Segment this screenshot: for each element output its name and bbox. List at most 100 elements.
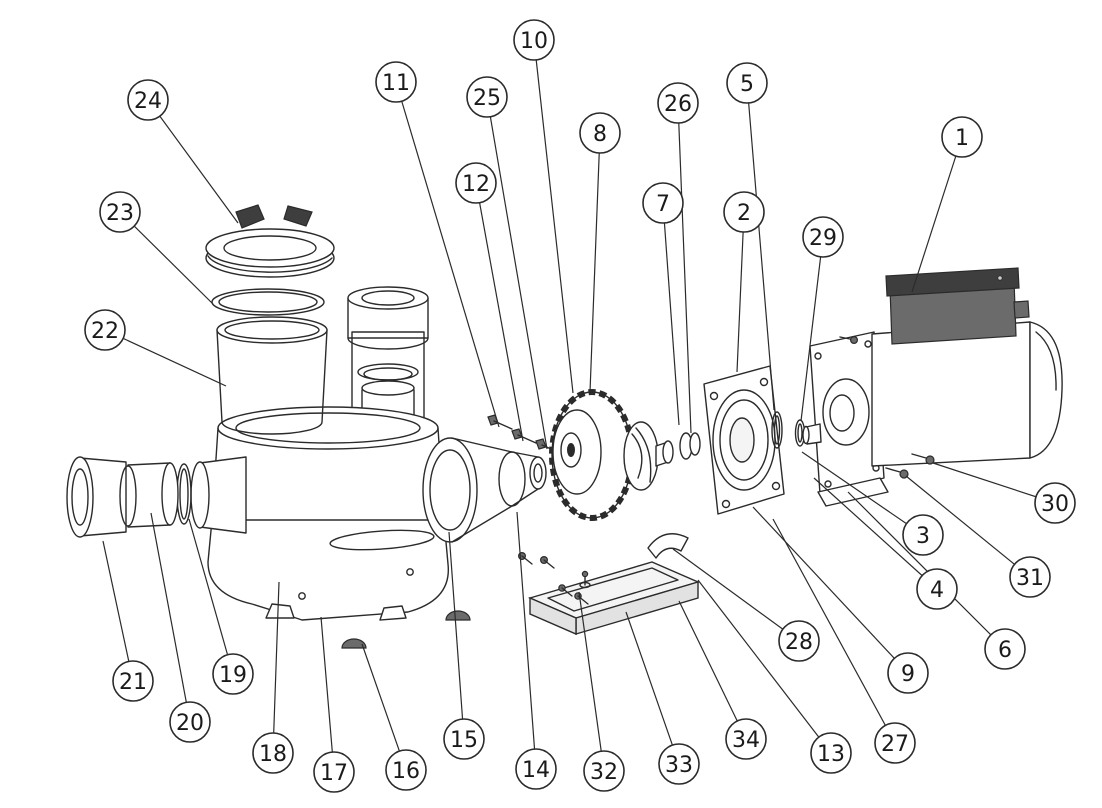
callout-23: 23 [99,191,141,233]
inlet-o-ring [176,463,192,525]
svg-text:32: 32 [590,760,618,785]
svg-text:6: 6 [998,638,1012,663]
svg-text:3: 3 [916,524,930,549]
leader-line-21 [102,540,134,682]
svg-text:4: 4 [930,578,944,603]
leader-line-31 [905,475,1031,578]
leader-line-7 [662,202,680,426]
inlet-port [190,456,247,534]
svg-text:2: 2 [737,201,751,226]
callout-34: 34 [725,718,767,760]
callout-31: 31 [1009,556,1051,598]
leader-line-19 [188,518,234,675]
impeller [623,421,674,491]
leader-line-25 [486,96,548,450]
svg-text:1: 1 [955,126,969,151]
callout-6: 6 [984,628,1026,670]
leader-line-11 [395,81,500,428]
leader-line-12 [475,182,524,442]
leader-line-6 [847,491,1006,650]
leader-line-14 [516,511,537,770]
leader-line-8 [589,132,601,393]
leader-line-15 [448,531,465,740]
leader-line-29 [800,236,824,422]
strainer-basket [216,316,328,435]
seal-plate [703,365,785,515]
callout-33: 33 [658,743,700,785]
inlet-collar [119,462,179,528]
callout-1: 1 [941,116,983,158]
callout-27: 27 [874,722,916,764]
callout-21: 21 [112,660,154,702]
leader-line-9 [752,506,909,674]
saddle-clamp [647,533,689,559]
svg-text:23: 23 [106,201,134,226]
svg-text:27: 27 [881,732,909,757]
leader-line-24 [147,99,239,224]
svg-text:31: 31 [1016,566,1044,591]
callout-11: 11 [375,61,417,103]
callout-14: 14 [515,748,557,790]
lid-o-ring [211,288,325,316]
inlet-union-nut [66,456,127,538]
callout-20: 20 [169,701,211,743]
svg-text:5: 5 [740,72,754,97]
svg-text:15: 15 [450,728,478,753]
svg-text:16: 16 [392,759,420,784]
svg-text:26: 26 [664,92,692,117]
callout-32: 32 [583,750,625,792]
svg-text:24: 24 [134,89,162,114]
terminal-box [885,267,1030,345]
callout-10: 10 [513,19,555,61]
leader-line-1 [911,136,963,293]
motor-body [871,321,1063,467]
svg-text:29: 29 [809,226,837,251]
svg-text:11: 11 [382,71,410,96]
svg-text:8: 8 [593,122,607,147]
callout-5: 5 [726,62,768,104]
leader-line-32 [578,591,605,772]
motor-bracket [802,331,889,507]
callout-16: 16 [385,749,427,791]
leader-line-20 [150,512,191,723]
svg-text:10: 10 [520,29,548,54]
diffuser [422,437,547,543]
leader-line-33 [625,611,680,765]
rubber-feet [341,610,471,649]
svg-text:20: 20 [176,711,204,736]
callout-7: 7 [642,182,684,224]
leader-line-22 [104,329,227,387]
leader-line-28 [672,548,800,642]
leader-line-34 [678,600,747,740]
callout-8: 8 [579,112,621,154]
callout-25: 25 [466,76,508,118]
seal-plate-o-ring [771,411,783,449]
leader-lines-layer [102,39,1056,773]
svg-text:12: 12 [462,172,490,197]
diffuser-screws [487,414,561,569]
leader-line-13 [697,579,832,754]
leader-line-23 [119,211,214,305]
svg-text:33: 33 [665,753,693,778]
svg-text:18: 18 [259,742,287,767]
callout-15: 15 [443,718,485,760]
callout-13: 13 [810,732,852,774]
impeller-knob [549,389,635,521]
svg-text:9: 9 [901,662,915,687]
leader-line-18 [272,581,280,754]
callout-4: 4 [916,568,958,610]
callout-26: 26 [657,82,699,124]
leader-line-30 [932,462,1056,504]
leader-line-10 [533,39,574,394]
callout-2: 2 [723,191,765,233]
svg-text:17: 17 [320,761,348,786]
callout-12: 12 [455,162,497,204]
svg-text:25: 25 [473,86,501,111]
callout-19: 19 [212,653,254,695]
leader-line-3 [801,451,924,536]
mounting-base [527,561,701,636]
callout-17: 17 [313,751,355,793]
